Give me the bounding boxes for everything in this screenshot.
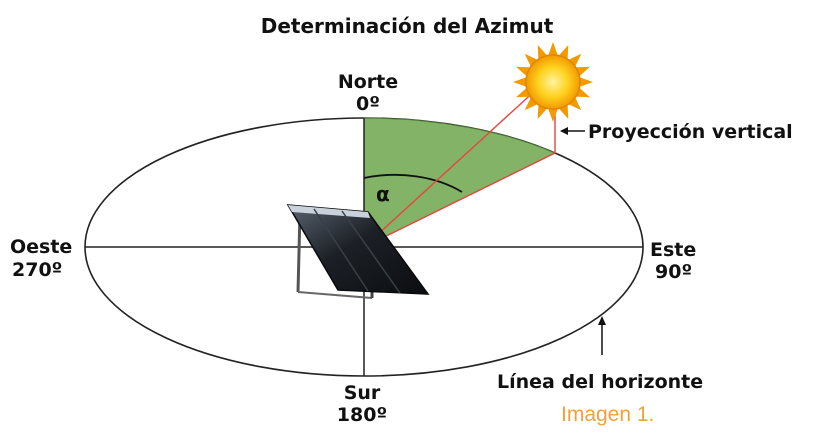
horizon-line-label: Línea del horizonte <box>497 371 703 393</box>
east-degrees: 90º <box>655 261 692 283</box>
south-label: Sur <box>344 382 381 404</box>
angle-alpha-label: α <box>376 182 390 206</box>
sun-icon <box>513 42 593 122</box>
azimuth-sector <box>363 117 557 248</box>
south-degrees: 180º <box>337 404 387 426</box>
image-caption: Imagen 1. <box>561 403 654 426</box>
north-label: Norte <box>338 71 398 93</box>
east-label: Este <box>650 239 696 261</box>
angle-arc <box>363 173 463 193</box>
solar-panel-icon <box>286 204 430 299</box>
north-degrees: 0º <box>356 93 380 115</box>
sun-ray-line <box>363 87 539 248</box>
diagram-title: Determinación del Azimut <box>261 14 554 38</box>
vertical-projection-label: Proyección vertical <box>588 121 793 143</box>
sun-projection-line <box>363 152 556 248</box>
west-degrees: 270º <box>12 259 62 281</box>
projection-arrowhead <box>560 127 568 135</box>
west-label: Oeste <box>10 236 72 258</box>
horizon-arrowhead <box>598 316 606 325</box>
